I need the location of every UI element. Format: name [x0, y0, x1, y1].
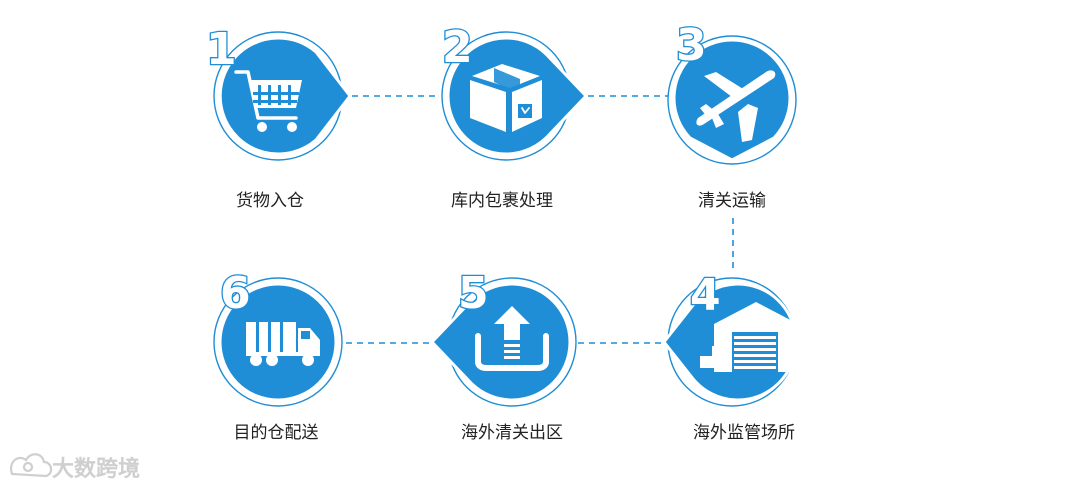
step-3: 3 清关运输	[667, 19, 797, 211]
step-5-number: 5	[458, 268, 489, 319]
step-2-number: 2	[442, 22, 473, 73]
step-5: 5 海外清关出区	[429, 267, 577, 443]
step-5-pin	[429, 282, 572, 402]
shopping-cart-icon	[234, 70, 302, 132]
upload-tray-icon	[475, 306, 549, 371]
warehouse-icon	[700, 302, 798, 372]
watermark-text: 大数跨境	[52, 456, 140, 482]
step-6-label: 目的仓配送	[234, 423, 319, 443]
watermark: 大数跨境	[10, 453, 140, 482]
package-box-icon	[470, 64, 542, 132]
step-5-label: 海外清关出区	[461, 423, 563, 443]
watermark-logo-icon	[10, 453, 53, 478]
step-4-label: 海外监管场所	[693, 423, 795, 443]
step-4-number: 4	[690, 270, 721, 321]
step-1: 1 货物入仓	[205, 23, 352, 211]
airplane-icon	[696, 70, 776, 142]
step-4: 4 海外监管场所	[662, 269, 798, 443]
step-6-number: 6	[220, 268, 251, 319]
step-2: 2 库内包裹处理	[441, 21, 589, 211]
step-6: 6 目的仓配送	[213, 267, 343, 443]
delivery-truck-icon	[246, 322, 320, 366]
step-1-number: 1	[206, 24, 237, 75]
step-1-label: 货物入仓	[236, 191, 304, 211]
step-3-label: 清关运输	[698, 191, 766, 211]
step-3-number: 3	[676, 20, 707, 71]
step-2-label: 库内包裹处理	[451, 191, 553, 211]
